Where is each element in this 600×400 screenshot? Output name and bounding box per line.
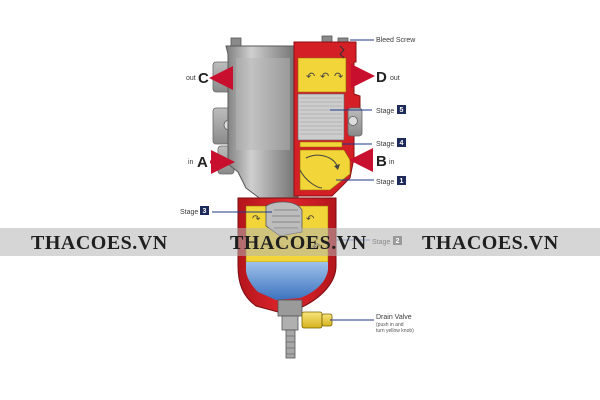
out-c-letter: C	[198, 70, 209, 87]
watermark-center: THACOES.VN	[230, 232, 367, 254]
drain-valve	[277, 299, 333, 359]
diagram-labels: Bleed Screw out C D out Stage 5 Stage 4 …	[180, 37, 416, 334]
out-d-word: out	[390, 75, 400, 82]
stage1-badge	[397, 176, 406, 185]
drain-valve-note-line1: (push in and	[376, 322, 404, 328]
in-b-letter: B	[376, 153, 387, 170]
out-c-word: out	[186, 75, 196, 82]
stage4-badge	[397, 138, 406, 147]
stage2-overlay: Stage 2	[336, 236, 402, 246]
svg-text:↷: ↷	[252, 214, 261, 225]
in-a-letter: A	[197, 154, 208, 171]
svg-text:↶: ↶	[320, 70, 329, 83]
stage5-word: Stage	[376, 108, 394, 115]
stage3-number: 3	[203, 208, 207, 215]
stage1-word: Stage	[376, 179, 394, 186]
filter-head-cutaway: ↶ ↶ ↷	[293, 41, 363, 197]
stage3-word: Stage	[180, 209, 198, 216]
stage5-badge	[397, 105, 406, 114]
stage3-badge	[200, 206, 209, 215]
drain-valve-note-line2: turn yellow knob)	[376, 328, 414, 334]
bleed-screw-label: Bleed Screw	[376, 37, 416, 44]
watermark-right: THACOES.VN	[422, 232, 559, 254]
watermark-left: THACOES.VN	[31, 232, 168, 254]
watermark-band	[0, 228, 600, 256]
in-a-word: in	[188, 159, 194, 166]
svg-text:↶: ↶	[306, 214, 314, 225]
stage2-badge	[393, 236, 402, 245]
stage2-word: Stage	[372, 239, 390, 246]
drain-valve-label: Drain Valve	[376, 314, 412, 321]
stage5-number: 5	[400, 107, 404, 114]
flow-arrows	[209, 64, 375, 174]
stage2-number: 2	[396, 238, 400, 245]
in-b-word: in	[389, 159, 395, 166]
stage1-number: 1	[400, 178, 404, 185]
svg-text:↷: ↷	[334, 70, 343, 83]
svg-text:↶: ↶	[306, 70, 315, 83]
out-d-letter: D	[376, 69, 387, 86]
stage4-word: Stage	[376, 141, 394, 148]
pointer-lines	[212, 39, 374, 321]
stage4-number: 4	[400, 140, 404, 147]
filter-head-block	[225, 45, 299, 201]
